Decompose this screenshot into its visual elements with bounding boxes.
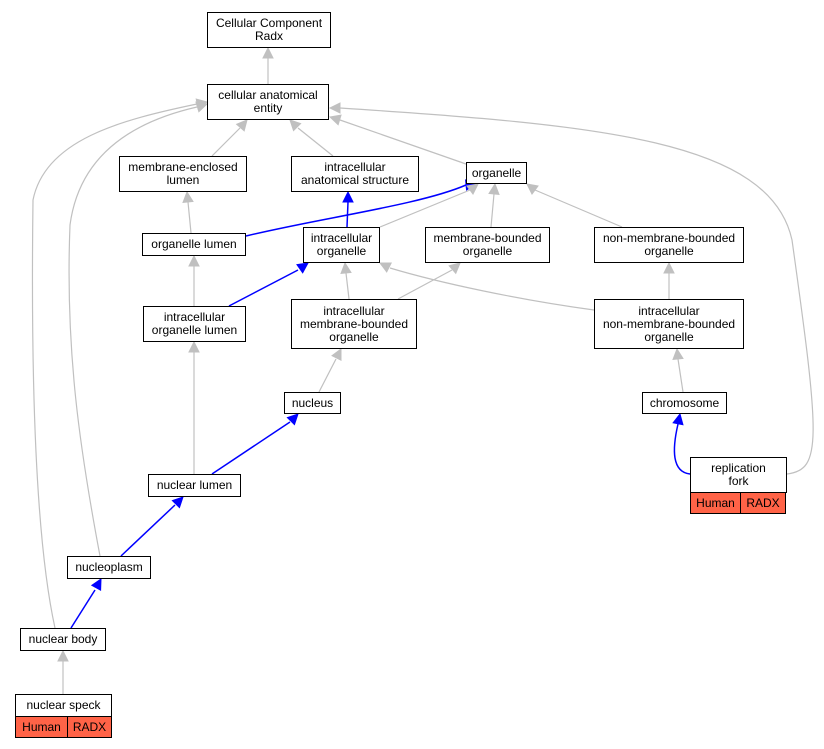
edge-mel-cae [211,127,241,157]
edge-np-cae [68,106,198,557]
edge-inmbo-io-arrowhead [379,262,392,273]
node-membrane-bounded-organelle[interactable]: membrane-bounded organelle [425,227,550,263]
edge-ias-cae-arrowhead [289,119,302,132]
node-organelle-lumen[interactable]: organelle lumen [142,233,246,256]
node-intracellular-organelle-label: intracellular organelle [310,231,373,258]
edge-imbo-io-arrowhead [340,261,352,275]
edge-cae-root-arrowhead [262,46,274,59]
edge-rf-cae [339,107,814,475]
edge-nb-np-arrowhead [90,578,102,591]
node-membrane-enclosed-lumen[interactable]: membrane-enclosed lumen [119,156,247,192]
node-cellular-anatomical-entity[interactable]: cellular anatomical entity [207,84,329,120]
edge-mbo-org [490,193,495,228]
node-intracellular-anatomical-structure[interactable]: intracellular anatomical structure [291,156,419,192]
edge-inmbo-io [389,267,595,311]
edge-nmbo-org [534,189,623,228]
edge-orgl-org [245,184,467,237]
node-intracellular-organelle-lumen[interactable]: intracellular organelle lumen [143,306,246,342]
nuclear-speck-annotation: Human RADX [15,716,112,738]
edge-chr-inmbo [677,358,684,393]
edge-nl-iol-arrowhead [188,340,200,353]
edge-nl-nuc-arrowhead [286,413,299,426]
node-nuclear-body[interactable]: nuclear body [20,628,106,651]
edge-nl-nuc [211,421,291,475]
node-nuclear-body-label: nuclear body [28,632,98,646]
edge-org-cae-arrowhead [328,114,342,126]
edge-io-ias [346,201,349,228]
node-intracellular-organelle-lumen-label: intracellular organelle lumen [151,310,238,337]
node-organelle-lumen-label: organelle lumen [151,237,237,251]
edge-nb-cae-arrowhead [195,98,209,110]
node-membrane-enclosed-lumen-label: membrane-enclosed lumen [128,160,238,187]
node-non-membrane-bounded-organelle-label: non-membrane-bounded organelle [602,231,736,258]
node-intracellular-organelle[interactable]: intracellular organelle [303,227,380,263]
gene-badge[interactable]: RADX [67,716,112,738]
edge-np-nl [120,504,176,557]
edge-mel-cae-arrowhead [235,119,248,132]
node-organelle[interactable]: organelle [466,162,527,184]
node-intracellular-non-membrane-bounded-organelle-label: intracellular non-membrane-bounded organ… [602,303,736,344]
edge-imbo-io [345,272,350,300]
node-nucleoplasm[interactable]: nucleoplasm [67,556,151,579]
edge-mbo-org-arrowhead [488,182,500,196]
edge-iol-orgl-arrowhead [188,254,200,267]
edge-orgl-mel [187,201,192,234]
edge-org-cae [339,119,467,165]
node-replication-fork-label: replication fork [711,461,766,488]
edge-nmbo-org-arrowhead [526,183,539,195]
node-cellular-anatomical-entity-label: cellular anatomical entity [218,88,318,115]
gene-badge[interactable]: RADX [740,492,786,514]
edge-ias-cae [297,127,334,157]
edge-io-ias-arrowhead [342,190,354,203]
node-nuclear-speck[interactable]: nuclear speck [15,694,112,717]
node-intracellular-anatomical-structure-label: intracellular anatomical structure [300,160,410,187]
node-intracellular-membrane-bounded-organelle-label: intracellular membrane-bounded organelle [299,303,409,344]
edge-nb-np [70,589,96,629]
edge-inmbo-nmbo-arrowhead [663,261,675,274]
edge-ns-nb-arrowhead [57,649,69,662]
edge-nuc-imbo [318,358,337,393]
edge-imbo-mbo [397,269,453,300]
node-non-membrane-bounded-organelle[interactable]: non-membrane-bounded organelle [594,227,744,263]
edge-rf-chr [673,423,691,475]
edge-rf-chr-arrowhead [672,412,684,426]
edge-iol-io-arrowhead [296,262,309,274]
edge-imbo-mbo-arrowhead [448,262,461,275]
replication-fork-annotation: Human RADX [690,492,787,514]
edge-chr-inmbo-arrowhead [672,347,684,361]
species-badge[interactable]: Human [15,716,68,738]
node-replication-fork[interactable]: replication fork [690,457,787,493]
node-nuclear-lumen-label: nuclear lumen [156,478,233,492]
edge-orgl-mel-arrowhead [182,190,194,204]
node-nucleus[interactable]: nucleus [284,392,341,414]
edge-rf-cae-arrowhead [328,102,341,114]
edge-nb-cae [31,103,198,629]
edge-np-nl-arrowhead [171,496,184,509]
species-badge[interactable]: Human [690,492,741,514]
edge-io-org [379,189,471,228]
node-chromosome-label: chromosome [649,395,720,410]
node-membrane-bounded-organelle-label: membrane-bounded organelle [433,231,542,258]
node-intracellular-membrane-bounded-organelle[interactable]: intracellular membrane-bounded organelle [291,299,417,349]
node-chromosome[interactable]: chromosome [642,392,727,414]
edge-iol-io [228,269,299,307]
node-cellular-component[interactable]: Cellular Component Radx [207,12,331,48]
node-cellular-component-label: Cellular Component Radx [215,16,323,43]
node-nucleoplasm-label: nucleoplasm [75,560,143,574]
edge-io-org-arrowhead [466,183,479,195]
node-nucleus-label: nucleus [291,395,334,410]
edge-nuc-imbo-arrowhead [331,348,342,361]
node-organelle-label: organelle [471,165,522,180]
node-nuclear-speck-label: nuclear speck [26,698,101,712]
node-nuclear-lumen[interactable]: nuclear lumen [148,474,241,497]
node-intracellular-non-membrane-bounded-organelle[interactable]: intracellular non-membrane-bounded organ… [594,299,744,349]
